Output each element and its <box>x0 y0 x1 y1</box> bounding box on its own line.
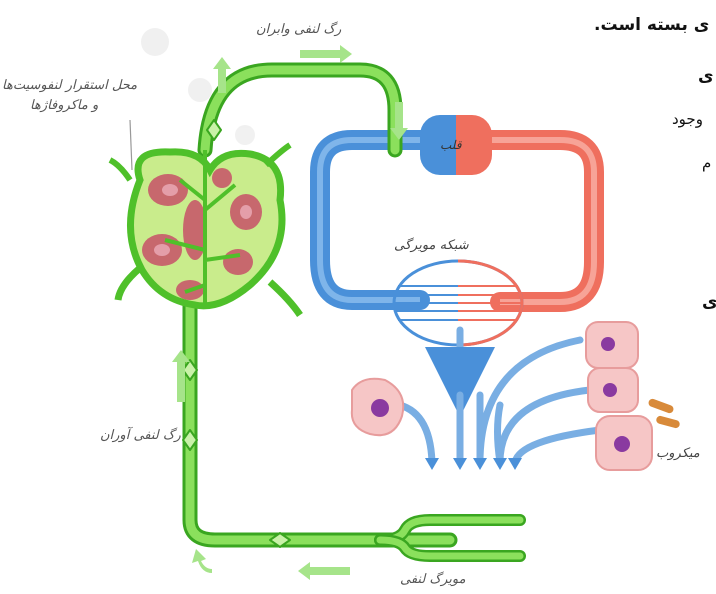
side-text-line5: ی <box>702 292 716 312</box>
lymph-node <box>110 145 300 315</box>
side-text-line4: م <box>702 154 711 172</box>
arrow-heads <box>425 458 522 470</box>
tissue-cells <box>352 322 681 470</box>
side-text-line2: ی <box>698 66 714 86</box>
lymph-capillary-label: مویرگ لنفی <box>400 572 466 587</box>
afferent-vessel-label: رگ لنفی آوران <box>100 428 181 443</box>
microbe-label: میکروب <box>656 446 700 461</box>
fluid-flow-arrows <box>395 330 600 462</box>
heart-label: قلب <box>440 138 462 152</box>
microbe-shape <box>647 398 674 414</box>
capillary-network-label: شبکه مویرگی <box>394 238 469 253</box>
storage-site-label-line1: محل استقرار لنفوسیت‌ها <box>2 78 137 93</box>
side-text-line1: ی بسته است. <box>594 15 709 35</box>
efferent-vessel-label: رگ لنفی وابران <box>256 22 341 37</box>
side-text-line3: وجود <box>672 110 703 128</box>
storage-site-label-line2: و ماکروفاژها <box>30 98 98 113</box>
